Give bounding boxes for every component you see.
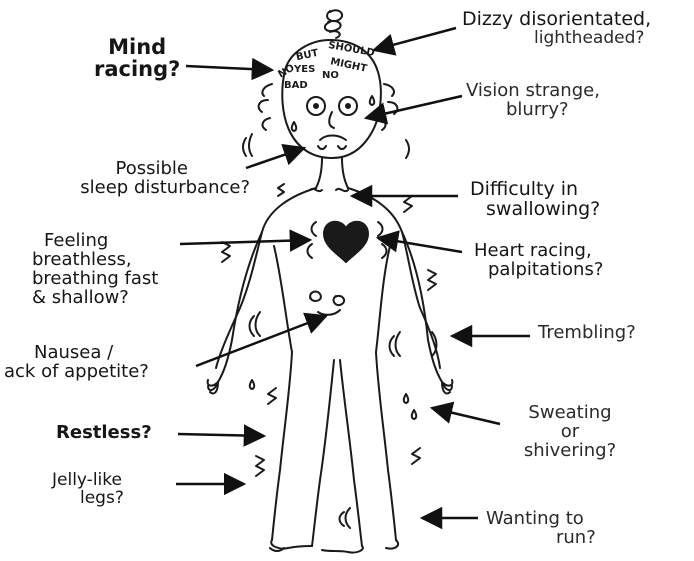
stomach-swirl-icon [310, 292, 344, 315]
label-vision: Vision strange, blurry? [466, 82, 600, 120]
label-trembling: Trembling? [538, 324, 636, 343]
arrow-restless [178, 434, 264, 436]
head-word-yes: YES [294, 64, 315, 75]
head-word-bad: BAD [284, 80, 308, 91]
arrow-dizzy [374, 28, 456, 50]
label-jelly-legs: Jelly-like legs? [52, 472, 124, 508]
label-dizzy: Dizzy disorientated, lightheaded? [462, 10, 651, 48]
arrow-heart [378, 238, 462, 252]
torso-outline [216, 188, 440, 368]
arrow-nausea [196, 316, 326, 366]
legs-outline [272, 352, 396, 546]
arrow-breath [180, 240, 310, 244]
label-mind-racing: Mind racing? [94, 36, 180, 80]
label-swallowing: Difficulty in swallowing? [470, 180, 600, 220]
label-wanting-to-run: Wanting to run? [486, 510, 596, 548]
label-heart-racing: Heart racing, palpitations? [474, 242, 603, 280]
label-breathless: Feeling breathless, breathing fast & sha… [32, 232, 158, 308]
label-sleep-disturbance: Possible sleep disturbance? [40, 160, 250, 198]
arrow-sweating [432, 408, 500, 424]
label-nausea: Nausea / ack of appetite? [4, 344, 149, 382]
label-sweating: Sweating or shivering? [500, 404, 640, 461]
arrow-sleep [246, 148, 304, 168]
label-restless: Restless? [56, 424, 152, 443]
arrow-mind [186, 66, 272, 70]
tremble-squiggle-icon [222, 242, 230, 262]
heart-icon [324, 222, 368, 262]
head-word-no-2: NO [322, 70, 339, 81]
dizzy-spiral-icon [325, 10, 342, 38]
